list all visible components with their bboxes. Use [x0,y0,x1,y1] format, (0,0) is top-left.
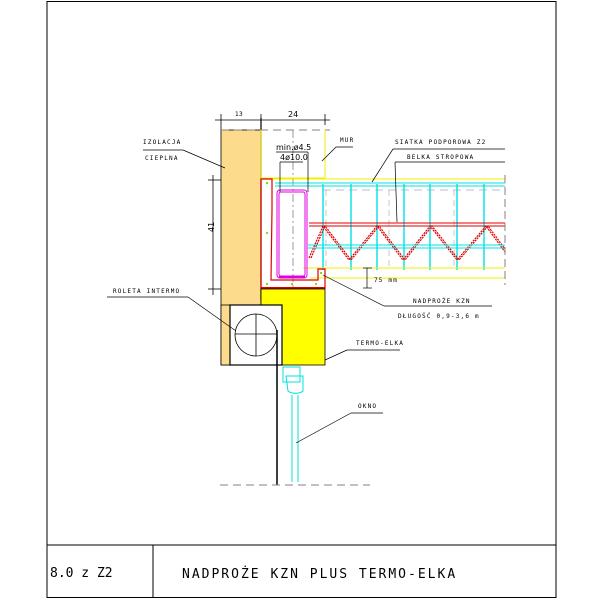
reinforcement-dots [266,182,322,285]
dim-insulation-width: 13 [235,111,243,118]
label-izolacja: IZOLACJA [143,139,182,146]
label-mur: MUR [340,137,354,144]
label-belka-stropowa: BELKA STROPOWA [407,154,474,161]
hidden-verticals [325,190,455,270]
label-roleta-intermo: ROLETA INTERMO [113,288,180,295]
sheet-code: 8.0 z Z2 [50,566,113,581]
leader-lines [107,146,505,444]
rebar-cage-inner [278,191,306,277]
rebar-min-label: min.ø4.5 [276,143,311,152]
drawing-title: NADPROŻE KZN PLUS TERMO-ELKA [182,566,457,582]
mesh-verticals [322,184,485,270]
label-termo-elka: TERMO-ELKA [356,340,404,347]
label-gap: 75 mm [374,277,398,284]
label-dlugosc: DŁUGOŚĆ 0,9-3,6 m [398,313,480,320]
rebar-cage [276,189,308,279]
floor-beam-truss [308,224,506,261]
rebar-main-label: 4ø10.0 [280,153,308,162]
label-cieplna: CIEPLNA [145,155,179,162]
window-frame [282,366,304,482]
dim-wall-width: 24 [288,110,298,119]
dim-lintel-height: 41 [207,222,216,232]
label-okno: OKNO [358,403,377,410]
drawing-frame [46,1,557,598]
label-nadproze-kzn: NADPROŻE KZN [413,298,471,305]
label-siatka-podporowa: SIATKA PODPOROWA Z2 [395,139,486,146]
